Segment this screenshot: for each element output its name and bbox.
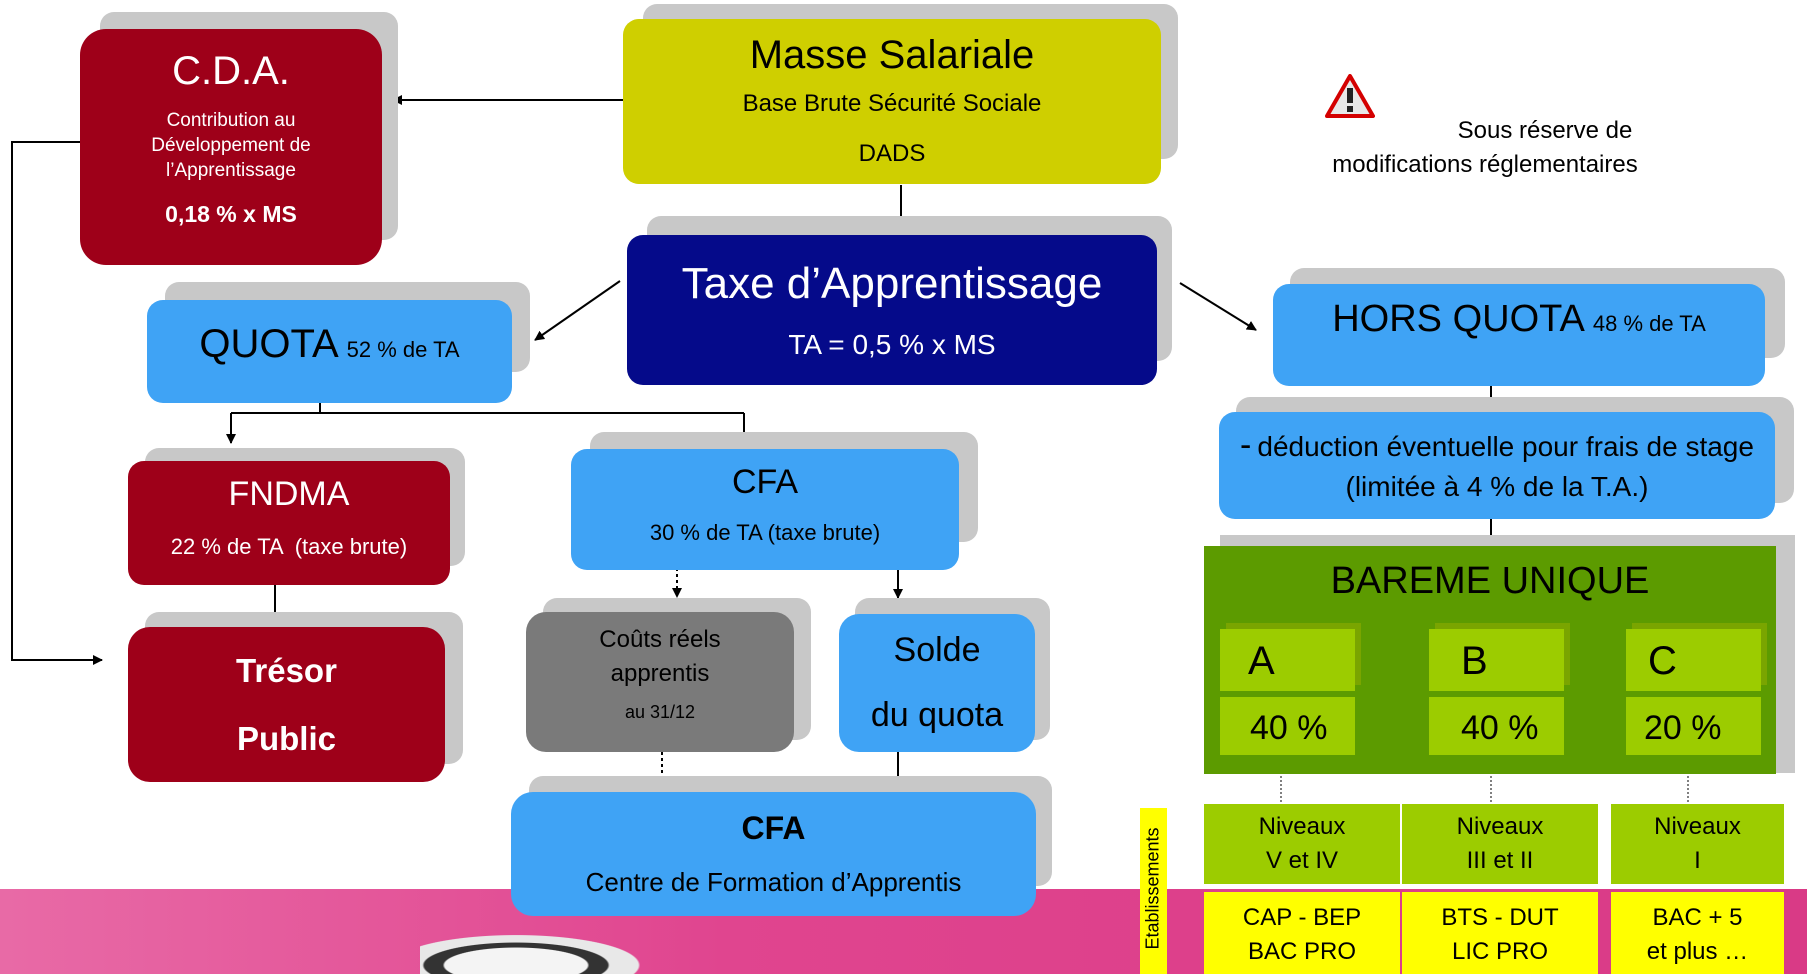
couts-line1: Coûts réels: [599, 626, 721, 653]
niveaux-b: Niveaux III et II: [1402, 804, 1598, 884]
bareme-letter-b: B: [1429, 629, 1564, 691]
hors-quota-title: HORS QUOTA: [1332, 298, 1585, 340]
masse-title: Masse Salariale: [749, 33, 1035, 77]
couts-line2: apprentis: [610, 660, 710, 687]
cfa-final-title: CFA: [741, 810, 806, 846]
solde-quota-box: Solde du quota: [839, 614, 1035, 752]
bareme-pct-a: 40 %: [1220, 697, 1355, 755]
masse-salariale-box: Masse Salariale Base Brute Sécurité Soci…: [623, 19, 1161, 184]
bareme-letter-c: C: [1626, 629, 1761, 691]
niveaux-c: Niveaux I: [1611, 804, 1784, 884]
hors-quota-box: HORS QUOTA 48 % de TA: [1273, 284, 1765, 386]
bareme-pct-c: 20 %: [1626, 697, 1761, 755]
warning-triangle-icon: [1325, 74, 1375, 118]
deduction-body: déduction éventuelle pour frais de stage…: [1257, 430, 1754, 502]
cfa-quota-title: CFA: [731, 463, 799, 501]
quota-title: QUOTA: [199, 322, 339, 366]
quota-rate: 52 % de TA: [346, 337, 460, 362]
fndma-box: FNDMA 22 % de TA (taxe brute): [128, 461, 450, 585]
tresor-line1: Trésor: [236, 651, 337, 689]
diplomes-b: BTS - DUT LIC PRO: [1402, 892, 1598, 974]
fndma-title: FNDMA: [228, 475, 350, 513]
hors-quota-rate: 48 % de TA: [1592, 311, 1706, 336]
cda-title: C.D.A.: [172, 49, 290, 93]
bareme-pct-b: 40 %: [1429, 697, 1564, 755]
quota-box: QUOTA 52 % de TA: [147, 300, 512, 403]
cfa-final-subtitle: Centre de Formation d’Apprentis: [585, 867, 962, 897]
etablissements-label: Etablissements: [1140, 808, 1167, 974]
diplomes-a: CAP - BEP BAC PRO: [1204, 892, 1400, 974]
cda-rate: 0,18 % x MS: [165, 201, 297, 227]
couts-reels-box: Coûts réels apprentis au 31/12: [526, 612, 794, 752]
cda-desc: Contribution au Développement de l’Appre…: [151, 110, 311, 181]
masse-line2: DADS: [858, 140, 926, 167]
solde-line1: Solde: [893, 631, 981, 669]
bareme-title: BAREME UNIQUE: [1330, 560, 1650, 602]
tresor-line2: Public: [236, 719, 337, 757]
decorative-image: [420, 930, 660, 974]
bareme-unique-box: BAREME UNIQUE A 40 % B 40 % C 20 %: [1204, 546, 1776, 774]
cda-box: C.D.A. Contribution au Développement de …: [80, 29, 382, 265]
taxe-title: Taxe d’Apprentissage: [681, 259, 1103, 308]
taxe-formula: TA = 0,5 % x MS: [788, 329, 996, 360]
fndma-rate: 22 % de TA (taxe brute): [170, 534, 408, 559]
cfa-quota-rate: 30 % de TA (taxe brute): [649, 520, 881, 545]
tresor-public-box: Trésor Public: [128, 627, 445, 782]
cfa-quota-box: CFA 30 % de TA (taxe brute): [571, 449, 959, 570]
niveaux-a: Niveaux V et IV: [1204, 804, 1400, 884]
couts-line3: au 31/12: [624, 702, 696, 722]
taxe-box: Taxe d’Apprentissage TA = 0,5 % x MS: [627, 235, 1157, 385]
deduction-dash: -: [1240, 425, 1252, 464]
solde-line2: du quota: [870, 696, 1004, 734]
diplomes-c: BAC + 5 et plus …: [1611, 892, 1784, 974]
deduction-text: -déduction éventuelle pour frais de stag…: [1237, 425, 1757, 507]
bareme-letter-a: A: [1220, 629, 1355, 691]
warning-text: Sous réserve de modifications réglementa…: [1332, 117, 1638, 178]
cfa-final-box: CFA Centre de Formation d’Apprentis: [511, 792, 1036, 916]
masse-line1: Base Brute Sécurité Sociale: [742, 90, 1042, 117]
deduction-box: -déduction éventuelle pour frais de stag…: [1219, 412, 1775, 519]
